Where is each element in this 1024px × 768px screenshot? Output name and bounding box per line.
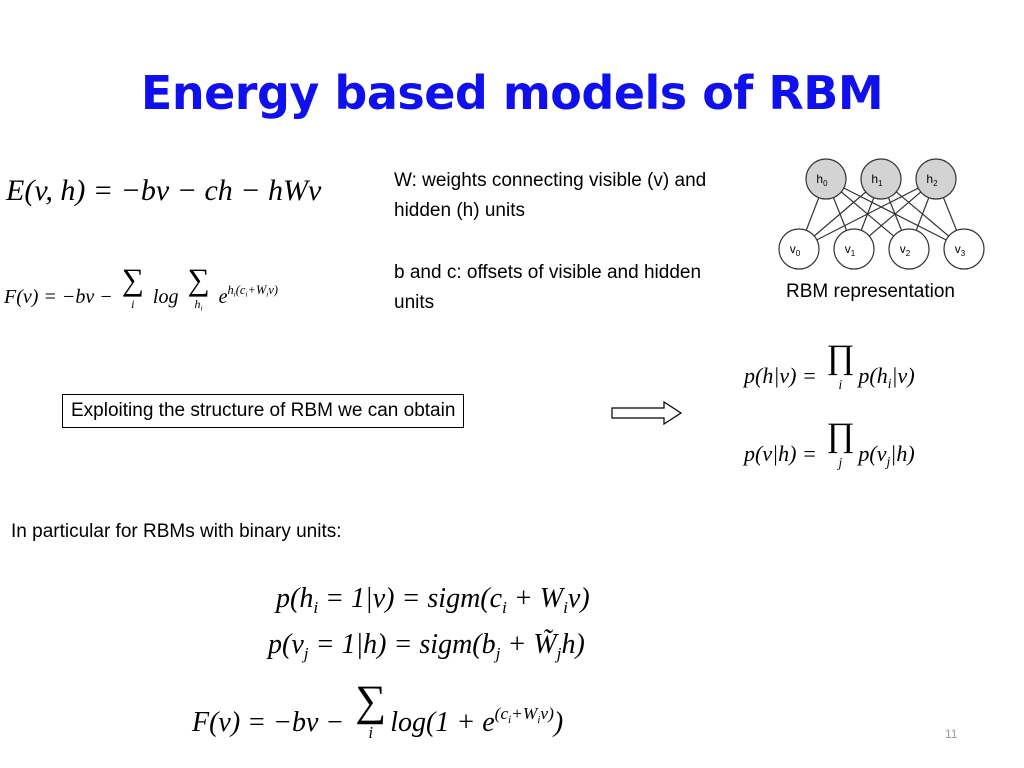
right-arrow-icon	[611, 400, 683, 426]
hidden-node-h0: h0	[805, 158, 847, 200]
structure-box: Exploiting the structure of RBM we can o…	[62, 394, 465, 428]
log-term: log	[152, 285, 179, 308]
energy-rhs: = −bv − ch − hWv	[92, 174, 322, 207]
slide-title: Energy based models of RBM	[140, 66, 884, 120]
free-energy-lhs: F(v) = −bv −	[4, 285, 113, 308]
rbm-nodes: h0 h1 h2 v0 v1 v2 v3	[778, 158, 985, 270]
energy-lhs: E(v, h)	[6, 174, 86, 207]
hidden-node-label: h1	[871, 172, 883, 188]
visible-node-v3: v3	[943, 228, 985, 270]
rbm-edge	[798, 178, 937, 250]
visible-node-label: v3	[955, 242, 966, 258]
hidden-node-h1: h1	[860, 158, 902, 200]
page-number: 11	[945, 727, 958, 741]
binary-units-heading: In particular for RBMs with binary units…	[11, 521, 342, 542]
p-hi-equation: p(hi = 1|v) = sigm(ci + Wiv)	[276, 583, 590, 618]
p-vj-equation: p(vj = 1|h) = sigm(bj + W̃jh)	[268, 629, 585, 664]
visible-node-label: v0	[790, 242, 801, 258]
weights-note: W: weights connecting visible (v) and hi…	[394, 170, 707, 221]
visible-node-v2: v2	[888, 228, 930, 270]
hidden-node-label: h0	[816, 172, 828, 188]
sum-over-i-binary: ∑i	[355, 677, 387, 743]
visible-node-label: v2	[900, 242, 911, 258]
offsets-note: b and c: offsets of visible and hidden u…	[394, 262, 702, 313]
visible-node-v1: v1	[833, 228, 875, 270]
sum-over-i: ∑i	[121, 262, 144, 311]
exponent: hi(ci+Wiv)	[227, 283, 279, 299]
rbm-caption: RBM representation	[786, 281, 955, 302]
visible-node-label: v1	[845, 242, 856, 258]
energy-equation: E(v, h) = −bv − ch − hWv	[6, 176, 321, 206]
free-energy-equation: F(v) = −bv − ∑i log ∑hi ehi(ci+Wiv)	[4, 262, 279, 313]
hidden-node-label: h2	[926, 172, 938, 188]
product-over-j: ∏j	[826, 417, 855, 470]
visible-node-v0: v0	[778, 228, 820, 270]
rbm-diagram: h0 h1 h2 v0 v1 v2 v3	[778, 158, 985, 270]
exp-base: e	[218, 285, 228, 308]
sum-over-h: ∑hi	[187, 262, 210, 313]
product-over-i: ∏i	[826, 339, 855, 392]
hidden-node-h2: h2	[915, 158, 957, 200]
